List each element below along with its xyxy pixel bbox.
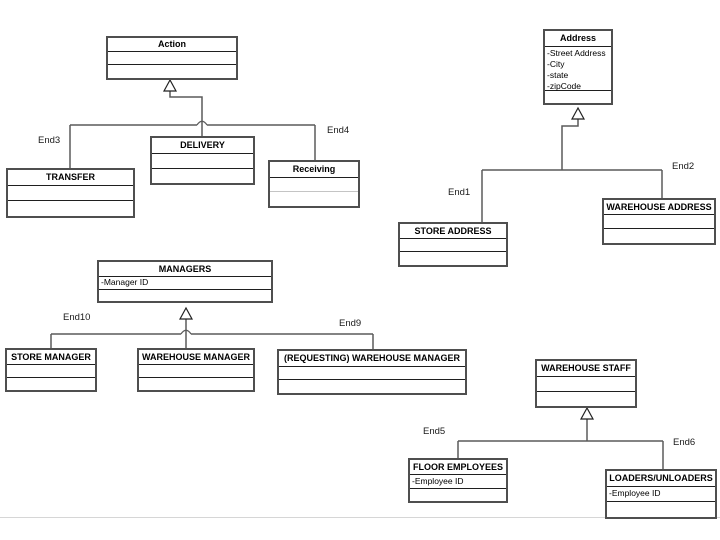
class-box-warehouse-address: WAREHOUSE ADDRESS [602, 198, 716, 245]
attribute: -state [547, 70, 569, 80]
class-title: FLOOR EMPLOYEES [410, 460, 506, 475]
attributes-compartment [270, 178, 358, 192]
class-title: STORE MANAGER [7, 350, 95, 365]
attributes-compartment [537, 377, 635, 392]
managers-inheritance-triangle-icon [178, 306, 194, 320]
attributes-compartment: -Employee ID [607, 487, 715, 502]
class-title: Address [545, 31, 611, 47]
managers-hierarchy-connectors [50, 319, 374, 349]
edge-label-end4: End4 [327, 125, 350, 136]
class-title: STORE ADDRESS [400, 224, 506, 239]
edge-label-end9: End9 [339, 318, 362, 329]
class-title: TRANSFER [8, 170, 133, 186]
class-box-receiving: Receiving [268, 160, 360, 208]
operations-compartment [108, 65, 236, 78]
class-box-floor-employees: FLOOR EMPLOYEES -Employee ID [408, 458, 508, 503]
class-box-warehouse-staff: WAREHOUSE STAFF [535, 359, 637, 408]
edge-label-end1: End1 [448, 187, 471, 198]
action-inheritance-triangle-icon [162, 78, 178, 92]
attributes-compartment [400, 239, 506, 252]
operations-compartment [604, 229, 714, 243]
operations-compartment [545, 91, 611, 103]
page-boundary-line [0, 517, 720, 518]
attributes-compartment [8, 186, 133, 201]
attributes-compartment [152, 154, 253, 169]
class-title: DELIVERY [152, 138, 253, 154]
attribute: -City [547, 59, 565, 69]
attributes-compartment [139, 365, 253, 378]
operations-compartment [279, 380, 465, 393]
class-box-transfer: TRANSFER [6, 168, 135, 218]
class-title: WAREHOUSE MANAGER [139, 350, 253, 365]
class-title: Action [108, 38, 236, 52]
attributes-compartment: -Street Address -City -state -zipCode [545, 47, 611, 91]
class-title: LOADERS/UNLOADERS [607, 471, 715, 487]
attributes-compartment [7, 365, 95, 378]
class-title: WAREHOUSE STAFF [537, 361, 635, 377]
class-title: (REQUESTING) WAREHOUSE MANAGER [279, 351, 465, 367]
attributes-compartment [279, 367, 465, 380]
class-box-store-address: STORE ADDRESS [398, 222, 508, 267]
edge-label-end6: End6 [673, 437, 696, 448]
operations-compartment [537, 392, 635, 406]
class-title: WAREHOUSE ADDRESS [604, 200, 714, 215]
attribute: -Street Address [547, 48, 606, 58]
class-box-action: Action [106, 36, 238, 80]
class-box-warehouse-manager: WAREHOUSE MANAGER [137, 348, 255, 392]
action-connector-elbow [169, 91, 203, 125]
edge-label-end5: End5 [423, 426, 446, 437]
class-box-managers: MANAGERS -Manager ID [97, 260, 273, 303]
attribute: -Employee ID [609, 488, 661, 498]
attribute: -zipCode [547, 81, 582, 91]
action-hierarchy-connectors [69, 91, 316, 168]
class-title: MANAGERS [99, 262, 271, 277]
address-inheritance-triangle-icon [570, 106, 586, 120]
operations-compartment [8, 201, 133, 216]
action-line-hop [196, 120, 208, 126]
attribute: -Employee ID [412, 476, 464, 486]
edge-label-end3: End3 [38, 135, 61, 146]
edge-label-end2: End2 [672, 161, 695, 172]
attributes-compartment [604, 215, 714, 229]
operations-compartment [7, 378, 95, 390]
class-title: Receiving [270, 162, 358, 178]
edge-label-end10: End10 [63, 312, 91, 323]
class-box-loaders-unloaders: LOADERS/UNLOADERS -Employee ID [605, 469, 717, 519]
attribute: -Manager ID [101, 277, 149, 287]
managers-line-hop [180, 329, 192, 335]
operations-compartment [410, 489, 506, 501]
class-box-requesting-warehouse-manager: (REQUESTING) WAREHOUSE MANAGER [277, 349, 467, 395]
attributes-compartment: -Employee ID [410, 475, 506, 489]
class-box-delivery: DELIVERY [150, 136, 255, 185]
operations-compartment [400, 252, 506, 265]
operations-compartment [152, 169, 253, 183]
class-box-address: Address -Street Address -City -state -zi… [543, 29, 613, 105]
address-connector-elbow [561, 119, 579, 170]
operations-compartment [139, 378, 253, 390]
warehouse-staff-hierarchy-connectors [457, 419, 664, 469]
attributes-compartment [108, 52, 236, 65]
class-box-store-manager: STORE MANAGER [5, 348, 97, 392]
operations-compartment [99, 290, 271, 301]
address-hierarchy-connectors [481, 119, 663, 222]
operations-compartment [270, 192, 358, 206]
attributes-compartment: -Manager ID [99, 277, 271, 290]
warehouse-staff-inheritance-triangle-icon [579, 406, 595, 420]
operations-compartment [607, 502, 715, 516]
